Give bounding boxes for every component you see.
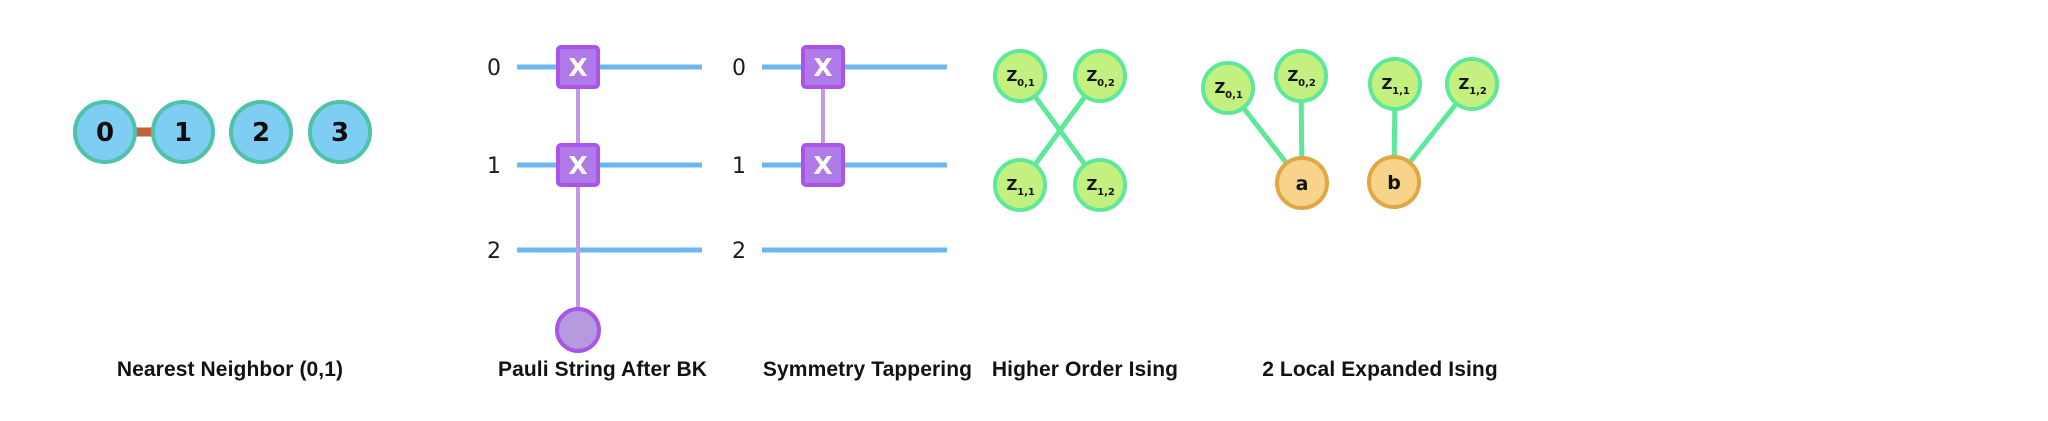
graph-node[interactable]: 2 — [229, 100, 293, 164]
ising-node-label: Z — [1288, 67, 1299, 85]
ising-node-subscript: 0,2 — [1298, 78, 1316, 89]
gate-glyph: X — [568, 53, 587, 82]
wire-label: 2 — [487, 239, 501, 264]
gate-glyph: X — [813, 53, 832, 82]
ising-node-label: Z — [1459, 75, 1470, 93]
quantum-gate-x[interactable]: X — [556, 45, 600, 89]
ising-aux-node[interactable]: b — [1367, 155, 1421, 209]
ising-node-label: Z — [1007, 67, 1018, 85]
graph-node[interactable]: 3 — [308, 100, 372, 164]
gate-glyph: X — [568, 151, 587, 180]
panel-caption-pauli-string-after-bk: Pauli String After BK — [497, 358, 707, 381]
graph-node[interactable]: 0 — [73, 100, 137, 164]
graph-node-label: 2 — [252, 118, 270, 148]
panel-pauli-string-after-bk: 0 1 2 X X Pauli String After BK — [460, 0, 745, 421]
wire-label: 0 — [487, 56, 501, 81]
graph-node-label: 0 — [96, 118, 114, 148]
ising-node-subscript: 1,2 — [1097, 187, 1115, 198]
panel-symmetry-tappering: 0 1 2 X X Symmetry Tappering — [732, 0, 990, 421]
graph-node-label: 3 — [331, 118, 349, 148]
wire-label: 1 — [487, 154, 501, 179]
panel-caption-2-local-expanded-ising: 2 Local Expanded Ising — [1262, 358, 1498, 381]
ising-node-label: Z — [1215, 79, 1226, 97]
ising-node-subscript: 1,2 — [1469, 86, 1487, 97]
wire-label: 1 — [732, 154, 746, 179]
ising-node-subscript: 0,2 — [1097, 78, 1115, 89]
wire-label: 2 — [732, 239, 746, 264]
ising-node-label: a — [1296, 173, 1309, 195]
ising-node-label: Z — [1382, 75, 1393, 93]
ising-node-subscript: 1,1 — [1017, 187, 1035, 198]
ising-node-label: Z — [1087, 176, 1098, 194]
diagram-symmetry-tappering: 0 1 2 X X — [732, 45, 947, 264]
ising-node-subscript: 1,1 — [1392, 86, 1410, 97]
ising-node-label: Z — [1087, 67, 1098, 85]
diagram-nearest-neighbor: 0 1 2 3 — [73, 100, 372, 164]
panel-caption-higher-order-ising: Higher Order Ising — [991, 358, 1179, 381]
diagram-pauli-string-after-bk: 0 1 2 X X — [487, 45, 702, 353]
ising-node-label: b — [1387, 172, 1401, 194]
graph-node[interactable]: 1 — [151, 100, 215, 164]
panel-caption-symmetry-tappering: Symmetry Tappering — [762, 358, 973, 381]
quantum-gate-x[interactable]: X — [801, 143, 845, 187]
quantum-gate-x[interactable]: X — [801, 45, 845, 89]
graph-node-label: 1 — [174, 118, 192, 148]
quantum-gate-x[interactable]: X — [556, 143, 600, 187]
ising-node-label: Z — [1007, 176, 1018, 194]
pauli-terminal-dot[interactable] — [555, 307, 601, 353]
wire-label: 0 — [732, 56, 746, 81]
ising-node-subscript: 0,1 — [1225, 90, 1243, 101]
ising-node-subscript: 0,1 — [1017, 78, 1035, 89]
ising-aux-node[interactable]: a — [1275, 156, 1329, 210]
gate-glyph: X — [813, 151, 832, 180]
panel-caption-nearest-neighbor: Nearest Neighbor (0,1) — [116, 358, 344, 381]
